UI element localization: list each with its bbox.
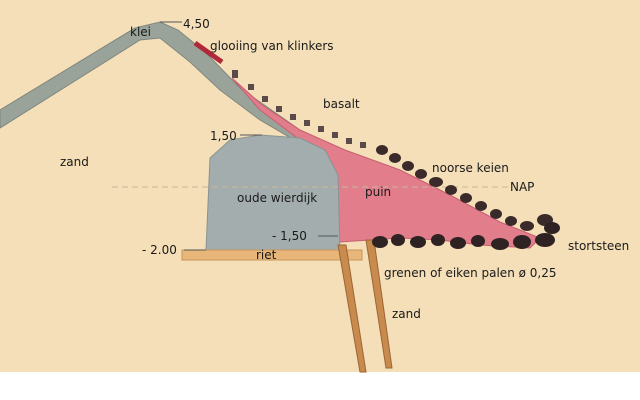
noorse-keien-stones <box>376 145 553 231</box>
pile-left <box>337 244 367 373</box>
label-zand-bottom: zand <box>392 307 421 321</box>
label-basalt: basalt <box>323 97 360 111</box>
background-white-strip <box>0 372 640 400</box>
label-level-neg-1-50: - 1,50 <box>272 229 307 243</box>
glooiing-bricks <box>193 40 224 65</box>
pile-right <box>365 239 393 369</box>
label-nap: NAP <box>510 180 534 194</box>
label-zand-left: zand <box>60 155 89 169</box>
oude-wierdijk-shape <box>205 134 341 251</box>
label-palen: grenen of eiken palen ø 0,25 <box>384 266 556 280</box>
label-stortsteen: stortsteen <box>568 239 629 253</box>
label-oude-wierdijk: oude wierdijk <box>237 191 317 205</box>
stortsteen-stones <box>372 222 560 250</box>
label-level-neg-2-00: - 2.00 <box>142 243 177 257</box>
label-riet: riet <box>256 248 277 262</box>
label-klei: klei <box>130 25 151 39</box>
label-level-4-50: 4,50 <box>183 17 210 31</box>
label-level-1-50: 1,50 <box>210 129 237 143</box>
basalt-stones <box>232 70 366 148</box>
riet-layer <box>181 249 363 261</box>
label-puin: puin <box>365 185 391 199</box>
label-glooiing: glooiing van klinkers <box>210 39 334 53</box>
label-noorse-keien: noorse keien <box>432 161 509 175</box>
